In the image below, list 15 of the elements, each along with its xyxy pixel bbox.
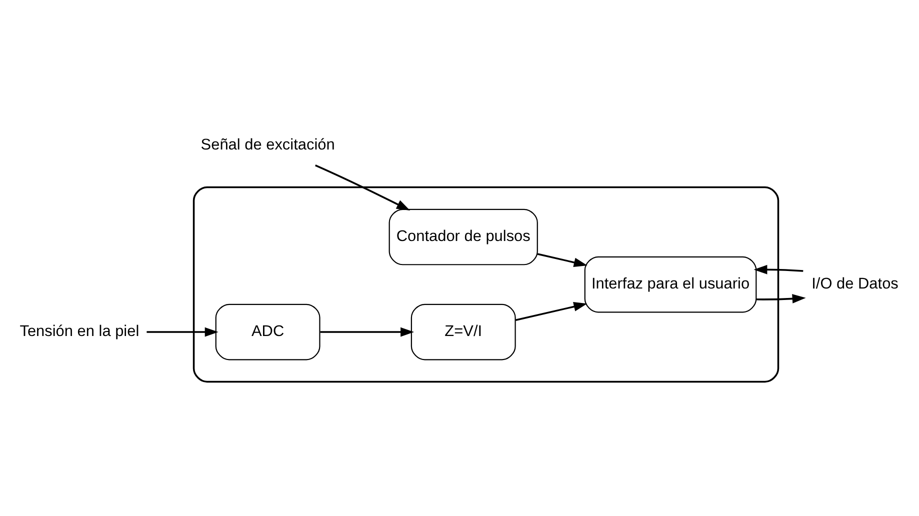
- node-box: Z=V/I: [410, 304, 516, 360]
- arrow: [515, 302, 588, 322]
- node-box: ADC: [215, 304, 320, 360]
- node-text: Tensión en la piel: [20, 323, 140, 340]
- arrow: [320, 327, 414, 337]
- arrow: [537, 253, 588, 268]
- arrow: [754, 264, 804, 274]
- node-text: Señal de excitación: [200, 136, 335, 154]
- arrow: [315, 164, 410, 210]
- arrow: [146, 327, 218, 337]
- node-box: Contador de pulsos: [388, 208, 538, 266]
- cluster: [192, 186, 780, 383]
- node-box: Interfaz para el usuario: [584, 256, 757, 313]
- arrow: [756, 294, 806, 304]
- node-text: I/O de Datos: [812, 276, 898, 293]
